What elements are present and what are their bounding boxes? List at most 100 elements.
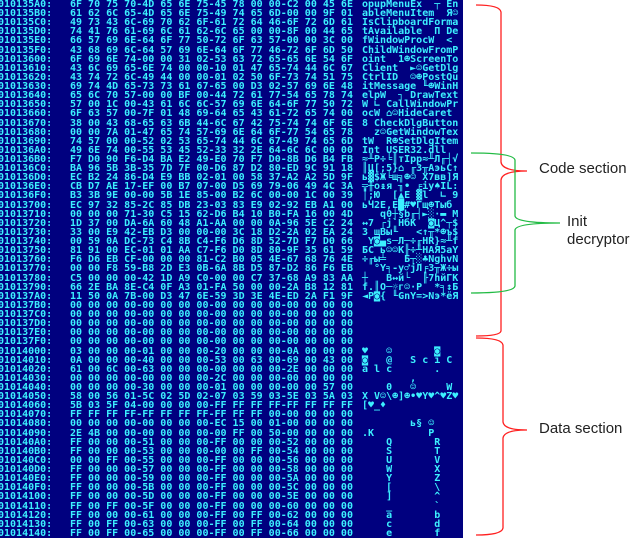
dump-row[interactable]: 01013790:66 2E BA 8E-C4 0F A3 01-FA 50 0…: [0, 282, 463, 292]
dump-row[interactable]: 01013690:74 57 00 00-52 02 53 65-74 44 6…: [0, 135, 463, 147]
dump-row[interactable]: 01014000:03 00 00 00-01 00 00 00-20 00 0…: [0, 346, 463, 356]
dump-row[interactable]: 01013710:00 00 00 71-30 C5 15 62-D6 B4 1…: [0, 209, 463, 219]
dump-row[interactable]: 01013660:6F 63 57 00-7F 01 48 69-64 65 4…: [0, 109, 463, 119]
dump-row[interactable]: 01013680:00 00 7A 01-47 65 74 57-69 6E 6…: [0, 127, 463, 137]
dump-row[interactable]: 01014070:FF FF FF FF-FF FF FF FF-FF FF F…: [0, 410, 463, 420]
address: 01013670:: [0, 117, 53, 129]
init-decryptor-label: Init decryptor: [567, 213, 630, 248]
dump-row[interactable]: 01013640:65 6C 70 57-00 00 BF 00-44 72 6…: [0, 91, 463, 101]
address: 01013600:: [0, 53, 53, 65]
dump-row[interactable]: 01013600:6F 69 6E 74-00 00 31 02-53 63 7…: [0, 53, 463, 65]
dump-row[interactable]: 01014060:5B 03 5F 04-00 00 00 00-FF FF F…: [0, 400, 463, 412]
address: 01014100:: [0, 491, 53, 503]
hex-bytes: FF 00 00 00-57 00 00 00-FF 00 00 00-58 0…: [70, 464, 353, 476]
dump-row[interactable]: 010136E0:CB D7 AE 17-EF 00 B7 07-00 D5 6…: [0, 182, 463, 192]
address: 01013620:: [0, 71, 53, 83]
dump-row[interactable]: 010137E0:00 00 00 00-00 00 00 00-00 00 0…: [0, 328, 463, 338]
dump-row[interactable]: 01013700:EC 97 32 85-2C 85 DB 23-03 83 E…: [0, 200, 463, 210]
hex-bytes: 43 74 72 6C-49 44 00 00-01 02 50 6F-73 7…: [70, 71, 353, 83]
address: 010137A0:: [0, 290, 53, 302]
ascii-text: [♥_♦: [362, 400, 459, 412]
dump-row[interactable]: 01014050:58 00 56 01-5C 02 5D 02-07 03 5…: [0, 392, 463, 402]
dump-row[interactable]: 010136B0:F7 D0 90 F6-D4 BA E2 49-E0 70 F…: [0, 154, 463, 164]
ascii-text: Q R: [362, 436, 459, 448]
dump-row[interactable]: 01013630:69 74 4D 65-73 73 61 67-65 00 D…: [0, 81, 463, 93]
dump-row[interactable]: 01013770:00 00 F8 59-B8 2D E3 0B-6A 8B D…: [0, 263, 463, 275]
dump-row[interactable]: 010137B0:00 00 00 00-00 00 00 00-00 00 0…: [0, 300, 463, 310]
dump-row[interactable]: 01014030:00 00 00 00-00 00 00 00-2C 00 0…: [0, 373, 463, 383]
dump-row[interactable]: 010136D0:EC B2 24 86-D4 E9 BB 02-01 00 5…: [0, 172, 463, 184]
address: 010137C0:: [0, 309, 53, 321]
dump-row[interactable]: 01013650:57 00 1C 00-43 61 6C 6C-57 69 6…: [0, 99, 463, 111]
dump-row[interactable]: 010136F0:B3 3B 9E 00-00 5B 1E 85-00 B2 6…: [0, 191, 463, 201]
ascii-text: c d: [362, 518, 459, 530]
address: 010136C0:: [0, 163, 53, 175]
dump-row[interactable]: 010135E0:66 57 69 6E-64 6F 77 50-72 6F 6…: [0, 36, 463, 46]
hex-bytes: FF 00 FF 00-5F 00 00 00-FF 00 00 00-60 0…: [70, 500, 353, 512]
dump-row[interactable]: 010136C0: BA 96 5B 3B-35 7D 7F 00-D6 87 D…: [0, 163, 463, 175]
dump-row[interactable]: 01014010:0A 00 00 00-40 00 00 00-53 00 6…: [0, 354, 463, 366]
hex-bytes: 38 00 43 68-65 63 6B 44-6C 67 42 75-74 7…: [70, 117, 353, 129]
hex-bytes: 74 57 00 00-52 02 53 65-74 44 6C 67-49 7…: [70, 135, 353, 147]
dump-row[interactable]: 010135C0:49 73 43 6C-69 70 62 6F-61 72 6…: [0, 17, 463, 29]
dump-row[interactable]: 010135B0:61 62 6C 65-4D 65 6E 75-49 74 6…: [0, 8, 463, 20]
dump-row[interactable]: 010137D0:00 00 00 00-00 00 00 00-00 00 0…: [0, 319, 463, 329]
ascii-text: CtrlID ☺☻PostQu: [362, 71, 459, 83]
ascii-text: ◙ @ S c i C: [362, 354, 459, 366]
hex-bytes: 5B 03 5F 04-00 00 00 00-FF FF FF FF-FF F…: [70, 400, 353, 412]
dump-row[interactable]: 01014080:00 00 00 00-00 00 00 00-EC 15 0…: [0, 419, 463, 429]
hex-bytes: 00 00 00 00-00 00 00 00-00 00 00 00-00 0…: [70, 336, 353, 348]
ascii-text: Y◙▄s─Л─÷╓НR}≈╨f: [362, 236, 459, 248]
dump-row[interactable]: 010137C0:00 00 00 00-00 00 00 00-00 00 0…: [0, 309, 463, 321]
dump-row[interactable]: 010140D0:FF 00 00 00-57 00 00 00-FF 00 0…: [0, 464, 463, 476]
address: 010140A0:: [0, 436, 53, 448]
hex-bytes: 00 00 F8 59-B8 2D E3 0B-6A 8B D5 87-D2 8…: [70, 263, 353, 275]
hex-bytes: 61 62 6C 65-4D 65 6E 75-49 74 65 6D-00 0…: [70, 8, 353, 20]
dump-row[interactable]: 010135F0:43 68 69 6C-64 57 69 6E-64 6F 7…: [0, 45, 463, 55]
dump-row[interactable]: 01013720:1D 37 00 DA-6A 60 48 A1-AA 00 0…: [0, 217, 463, 229]
dump-row[interactable]: 010135D0:74 41 76 61-69 6C 61 62-6C 65 0…: [0, 27, 463, 37]
dump-row[interactable]: 010137A0:11 50 0A 7B-00 D3 47 6E-59 3D 3…: [0, 290, 463, 302]
hex-bytes: 49 73 43 6C-69 70 62 6F-61 72 64 46-6F 7…: [70, 17, 353, 29]
dump-row[interactable]: 010140C0:00 00 FF 00-55 00 00 00-FF 00 0…: [0, 455, 463, 465]
dump-row[interactable]: 01013780:C5 00 00 00-42 1D A9 C0-00 00 C…: [0, 273, 463, 283]
dump-row[interactable]: 01014020:61 00 6C 00-63 00 00 00-00 00 0…: [0, 364, 463, 374]
dump-row[interactable]: 010140E0:FF 00 00 00-59 00 00 00-FF 00 0…: [0, 474, 463, 484]
dump-row[interactable]: 01013750:81 91 00 EC-01 01 AA C7-F6 D0 8…: [0, 246, 463, 256]
dump-row[interactable]: 01014130:FF 00 FF 00-63 00 00 00-FF 00 F…: [0, 518, 463, 530]
hex-dump-panel[interactable]: 010135A0:6F 70 75 70-4D 65 6E 75-45 78 0…: [0, 0, 463, 538]
dump-row[interactable]: 010137F0:00 00 00 00-00 00 00 00-00 00 0…: [0, 336, 463, 348]
ascii-text: itMessage ╙☻WinH: [362, 81, 459, 93]
dump-row[interactable]: 01013610:43 6C 69 65-6E 74 00 00-10 01 4…: [0, 63, 463, 73]
hex-bytes: F6 D6 EB CF-00 00 00 81-C2 B0 05 4E-67 6…: [70, 254, 353, 266]
address: 010136A0:: [0, 144, 53, 156]
ascii-text: ║Ц[;5}⌂ ╓З╥АэьС↑: [362, 163, 459, 175]
hex-bytes: 6F 70 75 70-4D 65 6E 75-45 78 00 00-C2 0…: [70, 0, 353, 10]
address: 01014130:: [0, 518, 53, 530]
address: 01014010:: [0, 354, 53, 366]
ascii-text: IsClipboardForma: [362, 17, 459, 29]
dump-row[interactable]: 01013620: 43 74 72 6C-49 44 00 00-01 02 5…: [0, 71, 463, 83]
dump-row[interactable]: 01014120:FF 00 00 00-61 00 00 00-FF 00 F…: [0, 510, 463, 520]
dump-row[interactable]: 010140A0:FF 00 00 00-51 00 00 00-FF 00 0…: [0, 436, 463, 448]
dump-row[interactable]: 01014040:00 00 00 00-30 00 00 00-01 00 0…: [0, 382, 463, 392]
dump-row[interactable]: 010140F0:FF 00 00 00-5B 00 00 00-FF 00 0…: [0, 482, 463, 494]
dump-row[interactable]: 01013730:33 00 E9 42-EB D3 00 00-00 3C 1…: [0, 227, 463, 237]
ascii-text: ÷╓ы╧ Б┬░♣NghvN: [362, 254, 459, 266]
dump-row[interactable]: 01014100:FF 00 00 00-5D 00 00 00-FF 00 0…: [0, 491, 463, 503]
hex-bytes: FF 00 00 00-5B 00 00 00-FF 00 00 00-5C 0…: [70, 482, 353, 494]
hex-bytes: BA 96 5B 3B-35 7D 7F 00-D6 87 D2 80-ED 9…: [70, 163, 353, 175]
dump-row[interactable]: 01013670: 38 00 43 68-65 63 6B 44-6C 67 4…: [0, 117, 463, 129]
dump-row[interactable]: 010140B0:FF 00 00 00-53 00 00 00-00 00 F…: [0, 446, 463, 456]
dump-row[interactable]: 010135A0:6F 70 75 70-4D 65 6E 75-45 78 0…: [0, 0, 463, 10]
address: 01013720:: [0, 217, 53, 229]
dump-row[interactable]: 01013760:F6 D6 EB CF-00 00 00 81-C2 B0 0…: [0, 254, 463, 266]
dump-row[interactable]: 01014090:2E 4B 00 00-00 00 00 00-00 FF 0…: [0, 427, 463, 439]
hex-bytes: 57 00 1C 00-43 61 6C 6C-57 69 6E 64-6F 7…: [70, 99, 353, 111]
dump-row[interactable]: 010136A0:49 6E 74 00-55 53 45 52-33 32 2…: [0, 144, 463, 156]
dump-row[interactable]: 01013740:00 59 0A DC-73 C4 8B C4-F6 D6 8…: [0, 236, 463, 248]
dump-row[interactable]: 01014140:FF 00 FF 00-65 00 00 00-FF 00 F…: [0, 528, 463, 538]
dump-row[interactable]: 01014110:FF 00 FF 00-5F 00 00 00-FF 00 0…: [0, 500, 463, 512]
ascii-text: ь▓$Ж╘щ╗☻☺ X7вв]Я: [362, 172, 459, 184]
hex-bytes: 2E 4B 00 00-00 00 00 00-00 FF 00 50-00 0…: [70, 427, 353, 439]
